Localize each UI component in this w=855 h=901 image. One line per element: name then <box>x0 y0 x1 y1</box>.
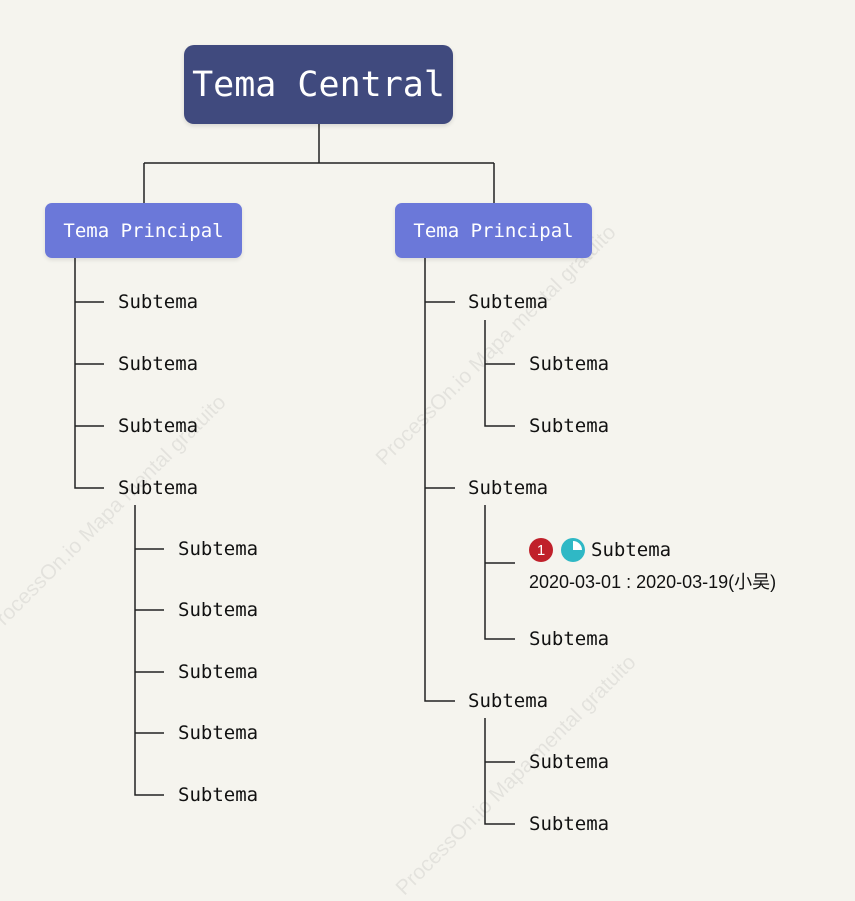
subtopic-l4-4[interactable]: Subtema <box>178 722 259 744</box>
subtopic-r2[interactable]: Subtema <box>468 477 549 499</box>
connector-right-sub2 <box>484 505 515 640</box>
subtopic-l2[interactable]: Subtema <box>118 353 199 375</box>
connector-right-sub1 <box>484 320 515 427</box>
connector-left-branch <box>74 258 104 489</box>
priority-1-icon: 1 <box>529 538 553 562</box>
central-topic[interactable]: Tema Central <box>184 45 453 124</box>
main-topic-right[interactable]: Tema Principal <box>395 203 592 258</box>
subtopic-l4-1[interactable]: Subtema <box>178 538 259 560</box>
subtopic-r3-2[interactable]: Subtema <box>529 813 610 835</box>
subtopic-l4-2[interactable]: Subtema <box>178 599 259 621</box>
subtopic-r1[interactable]: Subtema <box>468 291 549 313</box>
subtopic-r3[interactable]: Subtema <box>468 690 549 712</box>
subtopic-r2-1-label: Subtema <box>591 539 672 561</box>
connector-central <box>143 124 495 203</box>
subtopic-r3-1[interactable]: Subtema <box>529 751 610 773</box>
connector-left-sub <box>134 505 164 796</box>
progress-75-icon <box>561 538 585 562</box>
subtopic-l4-5[interactable]: Subtema <box>178 784 259 806</box>
subtopic-l3[interactable]: Subtema <box>118 415 199 437</box>
connector-right-sub3 <box>484 718 515 825</box>
subtopic-l4-3[interactable]: Subtema <box>178 661 259 683</box>
subtopic-r1-1[interactable]: Subtema <box>529 353 610 375</box>
task-dates: 2020-03-01 : 2020-03-19(小吴) <box>529 572 777 592</box>
subtopic-r1-2[interactable]: Subtema <box>529 415 610 437</box>
subtopic-l4[interactable]: Subtema <box>118 477 199 499</box>
subtopic-l1[interactable]: Subtema <box>118 291 199 313</box>
main-topic-left[interactable]: Tema Principal <box>45 203 242 258</box>
subtopic-r2-2[interactable]: Subtema <box>529 628 610 650</box>
connector-right-branch <box>424 258 455 702</box>
subtopic-r2-1[interactable]: 1 Subtema 2020-03-01 : 2020-03-19(小吴) <box>529 537 776 594</box>
